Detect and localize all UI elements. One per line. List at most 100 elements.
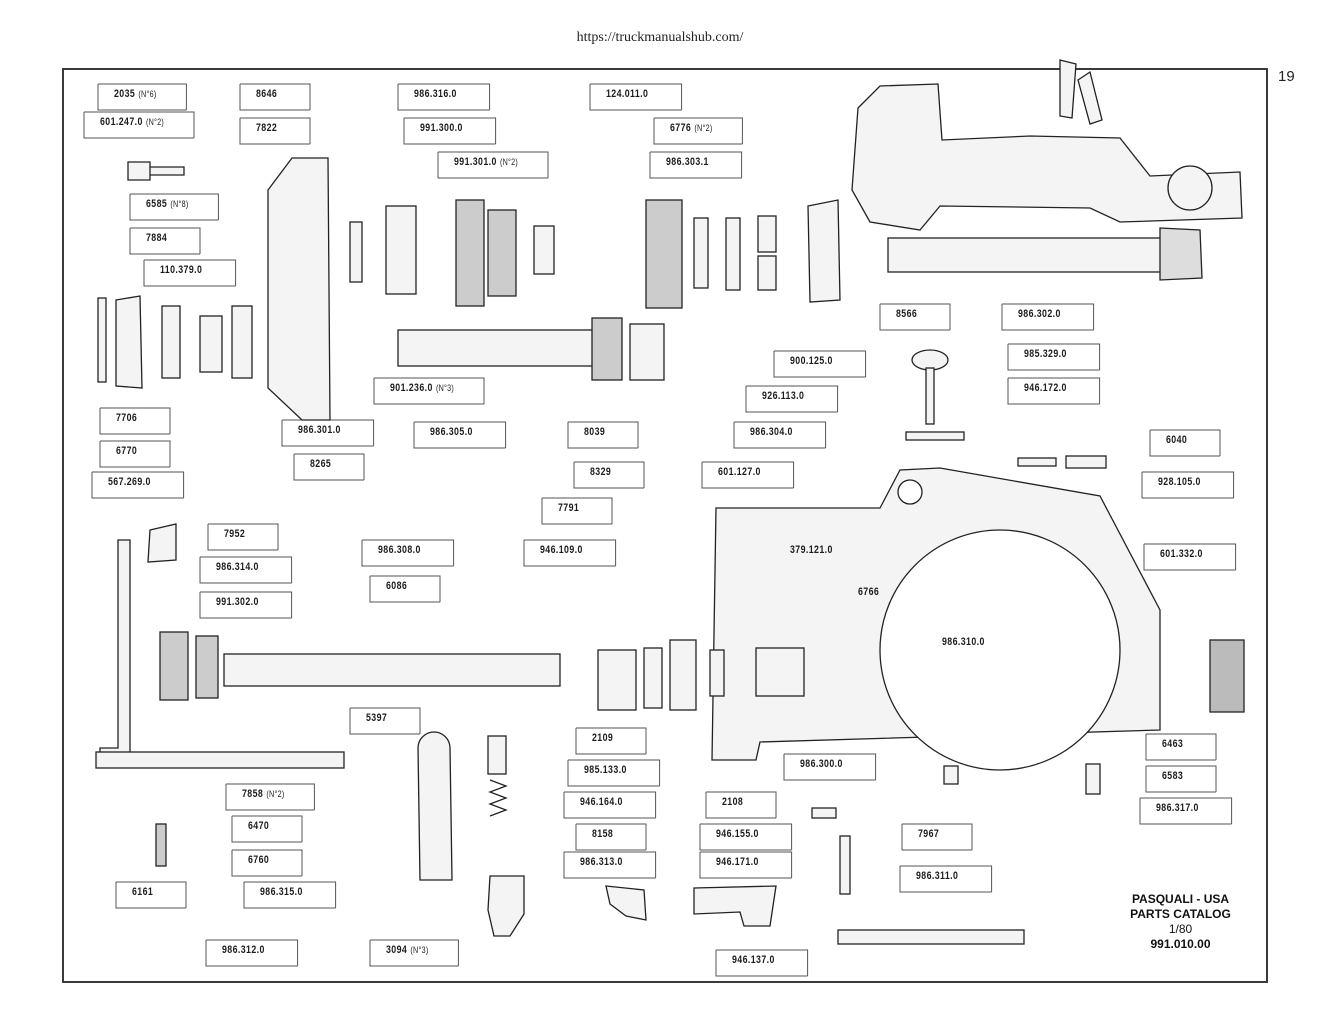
part-label: 986.301.0 (298, 424, 341, 436)
part-label: 946.155.0 (716, 828, 759, 840)
plate-946-171 (605, 885, 647, 921)
label-callout-box (1001, 303, 1095, 331)
part-label: 7884 (146, 232, 168, 244)
label-callout-box (575, 823, 647, 851)
label-callout-box (699, 823, 793, 851)
label-callout-box (733, 421, 827, 449)
pin-6161 (155, 823, 167, 867)
label-callout-box (99, 440, 171, 468)
part-label: 2035(N°6) (114, 88, 157, 100)
part-label: 986.314.0 (216, 561, 259, 573)
part-label: 6463 (1162, 738, 1184, 750)
label-callout-box (225, 783, 315, 811)
part-label: 6585(N°8) (146, 198, 189, 210)
source-url[interactable]: https://truckmanualshub.com/ (576, 30, 744, 45)
screw-928-105 (1065, 455, 1107, 469)
cross-shaft (95, 751, 345, 769)
label-callout-box (231, 815, 303, 843)
part-label: 6040 (1166, 434, 1188, 446)
label-callout-box (745, 385, 839, 413)
part-label: 986.315.0 (260, 886, 303, 898)
shaft-986-305 (397, 329, 595, 367)
label-callout-box (1007, 343, 1101, 371)
knob-stem (925, 367, 935, 425)
part-label: 926.113.0 (762, 390, 805, 402)
label-callout-box (715, 949, 809, 977)
part-label: 2109 (592, 732, 614, 744)
label-callout-box (701, 461, 795, 489)
label-callout-box (115, 881, 187, 909)
tractor-illustration (851, 59, 1243, 231)
label-callout-box (91, 471, 185, 499)
part-label: 567.269.0 (108, 476, 151, 488)
bearing-7822 (385, 205, 417, 295)
part-label: 986.316.0 (414, 88, 457, 100)
part-label: 3094(N°3) (386, 944, 429, 956)
page-number: 19 (1278, 68, 1295, 85)
label-callout-box (1141, 471, 1235, 499)
ring-926 (725, 217, 741, 291)
part-label: 379.121.0 (790, 544, 833, 556)
part-label: 946.172.0 (1024, 382, 1067, 394)
label-callout-box (573, 461, 645, 489)
part-label: 991.302.0 (216, 596, 259, 608)
footer-scale: 1/80 (1168, 922, 1193, 936)
lever-arm (417, 731, 453, 881)
part-label: 2108 (722, 796, 744, 808)
label-callout-box (653, 117, 743, 145)
label-callout-box (369, 939, 459, 967)
part-label: 991.300.0 (420, 122, 463, 134)
pinion-shaft (887, 227, 1203, 281)
label-callout-box (879, 303, 951, 331)
part-label: 6086 (386, 580, 408, 592)
part-label: 601.332.0 (1160, 548, 1203, 560)
gear-986-303 (645, 199, 683, 309)
label-callout-box (1007, 377, 1101, 405)
label-callout-box (373, 377, 485, 405)
clip-upper (757, 215, 777, 253)
diagram-frame (62, 68, 1268, 983)
part-label: 601.247.0(N°2) (100, 116, 165, 128)
part-label: 8329 (590, 466, 612, 478)
part-label: 6583 (1162, 770, 1184, 782)
part-label: 8039 (584, 426, 606, 438)
label-callout-box (437, 151, 549, 179)
label-callout-box (567, 421, 639, 449)
part-label: 8566 (896, 308, 918, 320)
needle-bearing (629, 323, 665, 381)
part-label: 986.300.0 (800, 758, 843, 770)
gear-986-308 (195, 635, 219, 699)
part-label: 7791 (558, 502, 580, 514)
label-callout-box (205, 939, 299, 967)
label-callout-box (783, 753, 877, 781)
bearing-8265 (231, 305, 253, 379)
part-label: 6161 (132, 886, 154, 898)
fork-6766 (755, 647, 805, 697)
label-callout-box (231, 849, 303, 877)
part-label: 986.303.1 (666, 156, 709, 168)
part-label: 986.317.0 (1156, 802, 1199, 814)
part-label: 6766 (858, 586, 880, 598)
shaft-lower (223, 653, 561, 687)
label-callout-box (523, 539, 617, 567)
label-callout-box (129, 193, 219, 221)
label-callout-box (349, 707, 421, 735)
gear-8039 (591, 317, 623, 381)
part-label: 6770 (116, 445, 138, 457)
label-callout-box (541, 497, 613, 525)
label-callout-box (403, 117, 497, 145)
label-callout-box (239, 83, 311, 111)
part-label: 7952 (224, 528, 246, 540)
part-label: 985.329.0 (1024, 348, 1067, 360)
label-callout-box (773, 350, 867, 378)
block-7791 (643, 647, 663, 709)
pin-7967 (839, 835, 851, 895)
gear-991-302 (159, 631, 189, 701)
label-callout-box (563, 791, 657, 819)
part-label: 946.164.0 (580, 796, 623, 808)
label-callout-box (575, 727, 647, 755)
pin-946-172 (905, 431, 965, 441)
label-callout-box (199, 556, 293, 584)
label-callout-box (1145, 733, 1217, 761)
label-callout-box (901, 823, 973, 851)
